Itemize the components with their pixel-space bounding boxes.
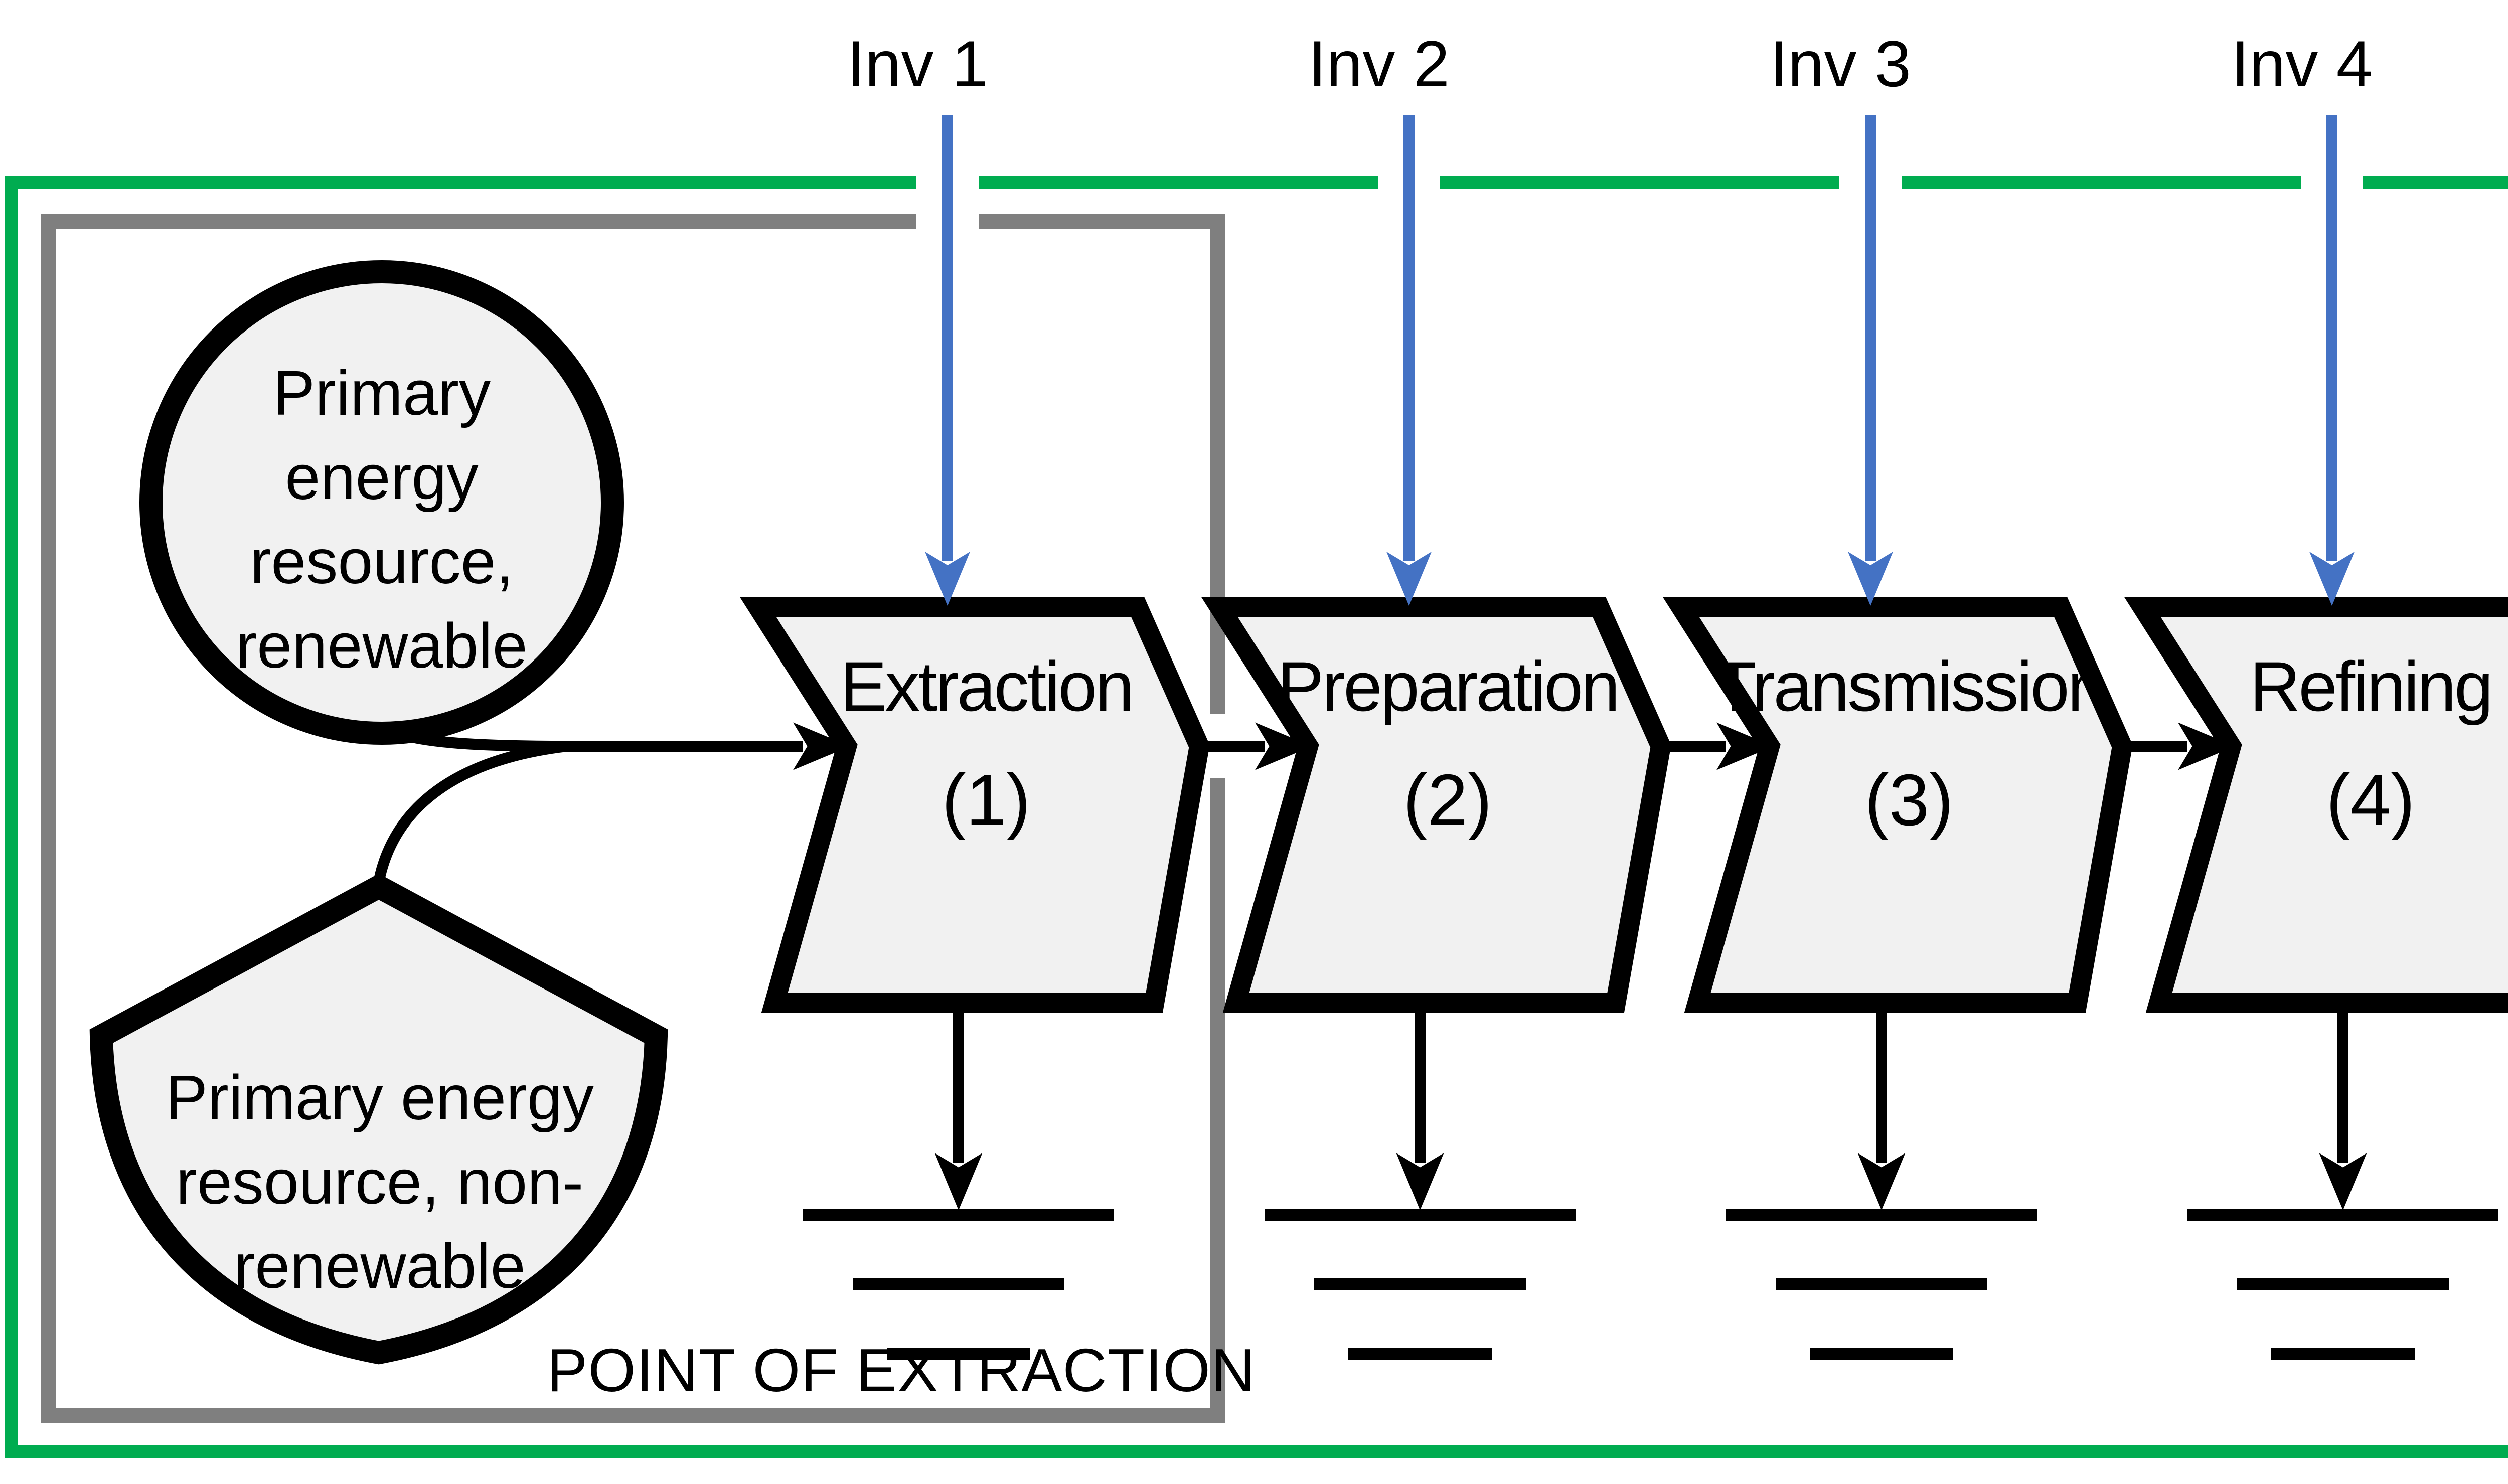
stage-label-transmission: Transmission (3) xyxy=(1698,646,2120,842)
inv-label-4: Inv 4 xyxy=(2231,27,2373,100)
inv-label-2: Inv 2 xyxy=(1308,27,1450,100)
nonrenewable-source-label: Primary energy resource, non- renewable xyxy=(165,1062,594,1301)
ground-symbol-4 xyxy=(2187,1209,2498,1360)
renewable-source-label: Primary energy resource, renewable xyxy=(236,358,528,681)
renewable-source-shape xyxy=(139,260,624,745)
stage-name: Transmission xyxy=(1713,647,2106,726)
ground-symbol-1 xyxy=(803,1209,1114,1360)
stage-name: Refining xyxy=(2250,647,2493,726)
stage-label-refining: Refining (4) xyxy=(2160,646,2508,842)
stage-shape-extraction xyxy=(739,597,1210,1013)
stage-number: (2) xyxy=(1403,759,1492,841)
stage-name: Preparation xyxy=(1277,647,1620,726)
stage-name: Extraction xyxy=(840,647,1134,726)
stage-shape-preparation xyxy=(1201,597,1671,1013)
point-of-extraction-boundary-box xyxy=(41,214,1225,1423)
nonrenewable-source-connector-curve xyxy=(372,741,568,889)
ground-symbol-2 xyxy=(1265,1209,1576,1360)
stage-number: (4) xyxy=(2326,759,2415,841)
point-of-use-boundary-box xyxy=(5,176,2508,1458)
nonrenewable-source-shape xyxy=(89,873,668,1365)
stage-label-extraction: Extraction (1) xyxy=(775,646,1197,842)
inv-label-3: Inv 3 xyxy=(1770,27,1911,100)
stage-number: (1) xyxy=(942,759,1031,841)
stage-shape-refining xyxy=(2124,597,2508,1013)
stage-shape-transmission xyxy=(1662,597,2133,1013)
stage-number: (3) xyxy=(1864,759,1954,841)
ground-symbol-3 xyxy=(1726,1209,2037,1360)
inv-label-1: Inv 1 xyxy=(847,27,988,100)
point-of-extraction-label: POINT OF EXTRACTION xyxy=(547,1336,1256,1404)
stage-label-preparation: Preparation (2) xyxy=(1237,646,1658,842)
